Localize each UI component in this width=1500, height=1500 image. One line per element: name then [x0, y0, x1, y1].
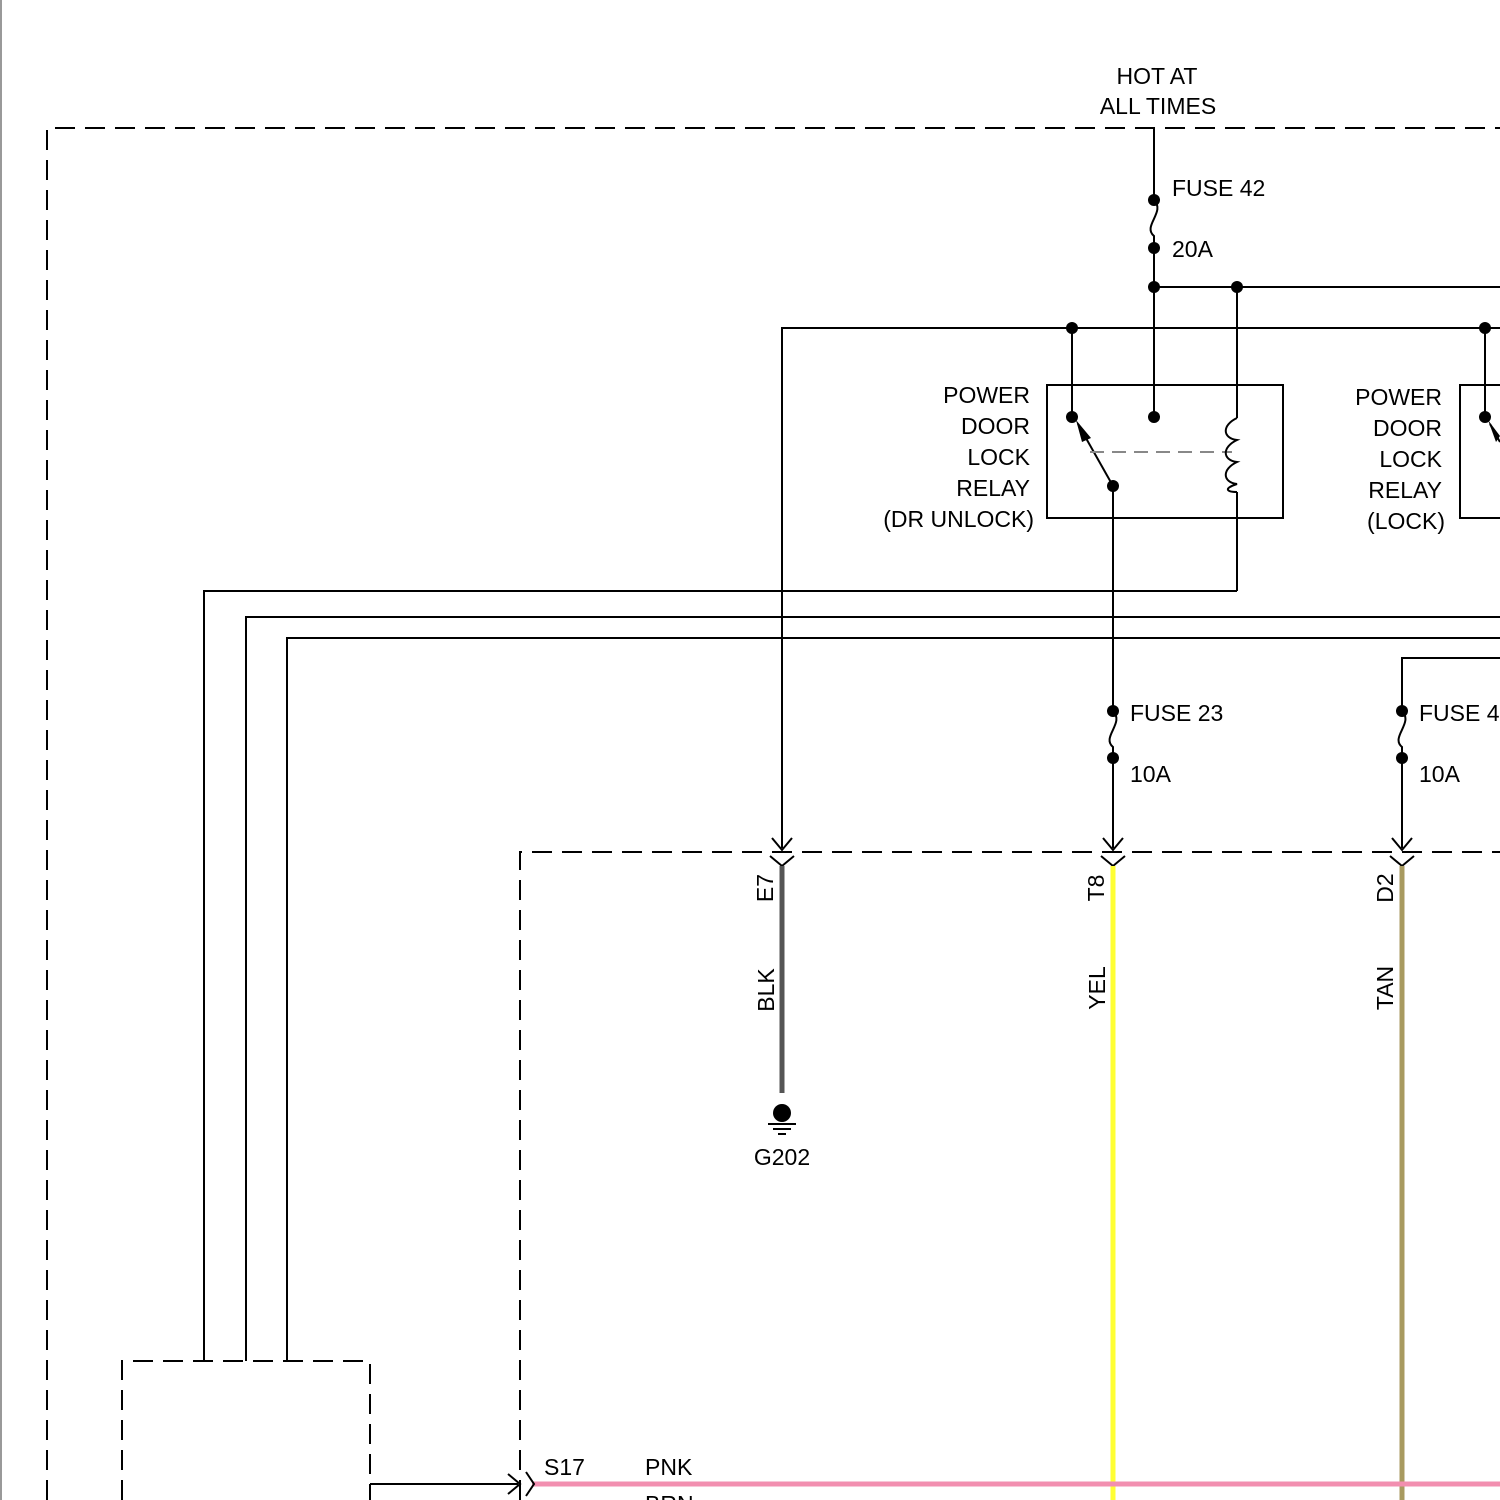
relay-lock-label-4: RELAY: [1368, 477, 1442, 503]
relay-lock-label-5: (LOCK): [1367, 508, 1445, 534]
splice-connector-mark: [526, 1472, 534, 1496]
control-wire-3: [287, 638, 1500, 1361]
relay-unlock-label-5: (DR UNLOCK): [883, 506, 1034, 532]
fuse-23-rating: 10A: [1130, 761, 1172, 787]
relay-lock-label-1: POWER: [1355, 384, 1442, 410]
fuse-23: [1103, 486, 1123, 850]
connector-d2-mark: [1390, 856, 1414, 866]
relay-unlock-label-4: RELAY: [956, 475, 1030, 501]
junction-dot: [1148, 281, 1160, 293]
all-times-label: ALL TIMES: [1100, 93, 1216, 119]
inner-module-boundary: [520, 852, 1500, 1500]
pin-d2-label: D2: [1372, 873, 1398, 902]
fuse-right-label: FUSE 4: [1419, 700, 1500, 726]
wire-brn-label: BRN: [645, 1491, 694, 1500]
connector-e7-mark: [770, 856, 794, 866]
relay-unlock-label-3: LOCK: [967, 444, 1030, 470]
fuse-23-label: FUSE 23: [1130, 700, 1223, 726]
ground-label: G202: [754, 1144, 810, 1170]
fuse-right: [1392, 658, 1500, 850]
relay-lock-label-3: LOCK: [1379, 446, 1442, 472]
relay-unlock-label-2: DOOR: [961, 413, 1030, 439]
relay-dr-unlock: [1047, 287, 1283, 591]
control-wire-2: [246, 617, 1500, 1361]
hot-at-label: HOT AT: [1117, 63, 1198, 89]
outer-module-boundary: [47, 128, 1500, 1500]
pin-t8-label: T8: [1083, 875, 1109, 902]
connector-t8-mark: [1101, 856, 1125, 866]
splice-label: S17: [544, 1454, 585, 1480]
relay-unlock-label-1: POWER: [943, 382, 1030, 408]
control-wire-1: [204, 591, 1237, 1361]
fuse-42-label: FUSE 42: [1172, 175, 1265, 201]
fuse-right-rating: 10A: [1419, 761, 1461, 787]
fuse-42: [1148, 128, 1160, 417]
relay-lock: [1460, 328, 1500, 518]
wire-tan-label: TAN: [1372, 966, 1398, 1010]
pin-e7-label: E7: [752, 874, 778, 902]
wire-yel-label: YEL: [1084, 966, 1110, 1010]
wire-pnk-label: PNK: [645, 1454, 693, 1480]
wire-blk-label: BLK: [753, 968, 779, 1012]
relay-lock-label-2: DOOR: [1373, 415, 1442, 441]
ground-symbol: [768, 1104, 796, 1134]
fuse-42-rating: 20A: [1172, 236, 1214, 262]
left-module-boundary: [122, 1361, 370, 1500]
